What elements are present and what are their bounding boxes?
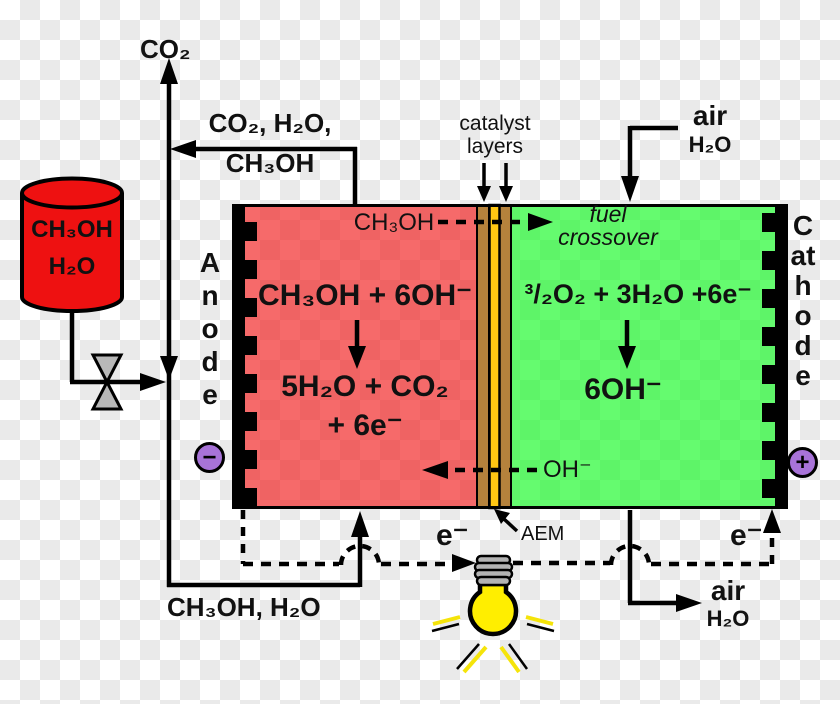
fuel-inlet-label: CH₃OH, H₂O — [167, 592, 321, 622]
anode-reaction-line1: CH₃OH + 6OH⁻ — [258, 279, 472, 312]
aem-label: AEM — [521, 523, 565, 545]
valve-icon — [90, 353, 124, 411]
fuel-tank — [20, 176, 124, 313]
anode-reaction-arrowhead — [348, 346, 366, 369]
cathode-reaction-line1: ³/₂O₂ + 3H₂O +6e⁻ — [524, 279, 752, 309]
aem-membrane — [488, 203, 501, 510]
anode-electrode — [232, 204, 257, 509]
bulb-rays — [431, 615, 555, 674]
air-inlet-arrowhead — [621, 176, 639, 202]
hydroxide-label: OH⁻ — [543, 456, 592, 483]
fuel-crossover-line2: crossover — [558, 224, 658, 250]
recirc-label-line2: CH₃OH — [225, 148, 315, 178]
co2-exhaust-label: CO₂ — [140, 34, 191, 64]
air-outlet-label-line2: H₂O — [706, 606, 750, 631]
electron-path-right — [513, 509, 781, 567]
catalyst-label-line1: catalyst — [459, 112, 531, 135]
light-bulb-icon — [431, 554, 555, 674]
fuel-crossover-line1: fuel — [589, 201, 627, 227]
recirc-label-line1: CO₂, H₂O, — [208, 108, 332, 138]
electron-label-left: e⁻ — [436, 519, 469, 552]
anode-reaction-line2: 5H₂O + CO₂ — [281, 370, 449, 403]
cathode-title: Cathode — [790, 210, 816, 391]
crossover-species-label: CH₃OH — [353, 209, 435, 236]
catalyst-label-line2: layers — [466, 135, 524, 158]
fuel-inlet-arrowhead — [351, 511, 369, 537]
catalyst-layer-right — [498, 204, 512, 509]
tank-label-line2: H₂O — [48, 253, 96, 280]
catalyst-layer-left — [476, 204, 490, 509]
recirc-left-arrowhead — [170, 140, 196, 158]
cathode-electrode — [762, 204, 788, 509]
co2-up-arrowhead — [160, 58, 178, 84]
tank-pipe-arrowhead — [140, 373, 166, 391]
positive-terminal-icon: + — [787, 447, 818, 478]
aem-pointer-arrow — [494, 509, 519, 533]
catalyst-pointer-arrows — [477, 163, 513, 202]
bulb-cap — [473, 554, 514, 587]
negative-terminal-icon: − — [194, 442, 225, 473]
anode-reaction-line3: + 6e⁻ — [327, 409, 403, 442]
air-outlet-label-line1: air — [710, 575, 746, 606]
tank-label-line1: CH₃OH — [31, 216, 113, 243]
anode-title: Anode — [199, 247, 221, 410]
air-inlet-label-line2: H₂O — [688, 132, 732, 157]
cathode-reaction-arrowhead — [618, 346, 636, 369]
air-outlet-arrowhead — [676, 594, 702, 612]
bulb-globe — [467, 581, 519, 637]
air-inlet-label-line1: air — [692, 100, 728, 131]
cathode-region — [511, 206, 776, 506]
crossover-arrowhead — [528, 213, 553, 231]
electron-path-left — [240, 510, 476, 572]
electron-label-right: e⁻ — [730, 519, 763, 552]
hydroxide-arrowhead — [422, 461, 448, 479]
junction-down-arrowhead — [160, 356, 178, 380]
cathode-reaction-line2: 6OH⁻ — [584, 373, 662, 406]
